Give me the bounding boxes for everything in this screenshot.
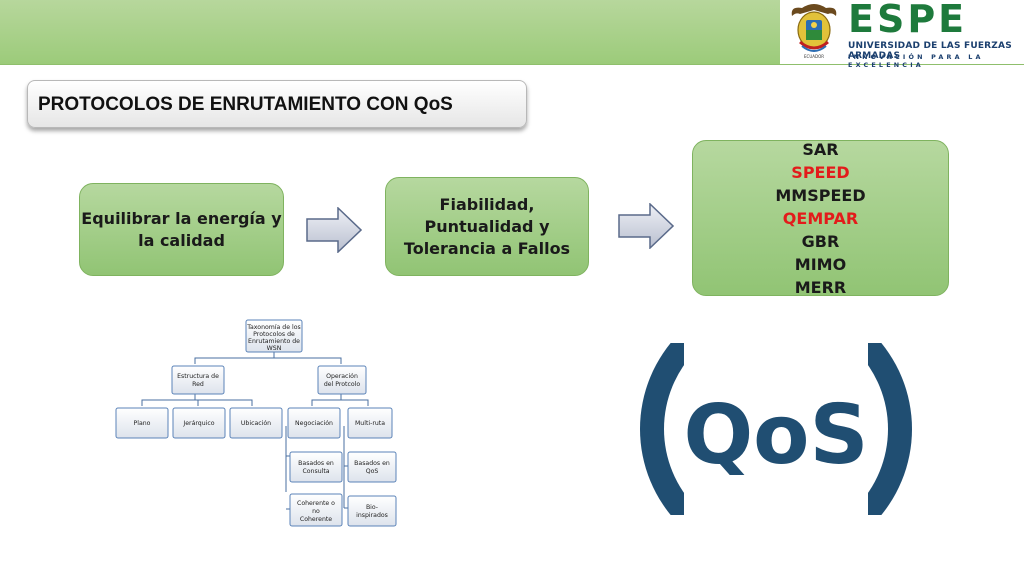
tax-label-coherente-1: Coherente o [297, 500, 335, 507]
tax-label-jerarquico: Jerárquico [182, 419, 214, 427]
protocol-item: GBR [801, 231, 840, 251]
university-name: UNIVERSIDAD DE LAS FUERZAS ARMADAS [848, 41, 1012, 61]
tax-node-qos [347, 451, 397, 483]
tax-node-bio [347, 495, 397, 527]
tax-label-estructura-1: Estructura de [177, 373, 219, 380]
flow-box-reliability-line1: Fiabilidad, [439, 194, 535, 214]
tax-label-bio-2: inspirados [356, 512, 388, 519]
tax-node-multiruta [347, 407, 393, 439]
tax-node-operacion [317, 365, 367, 395]
tax-label-root-4: WSN [267, 345, 282, 352]
tax-label-operacion-2: del Protcolo [324, 381, 361, 388]
tax-label-root-2: Protocolos de [253, 331, 295, 338]
espe-wordmark: ESPE [848, 0, 968, 41]
tax-label-coherente-2: no [312, 508, 320, 515]
flow-box-energy: Equilibrar la energía y la calidad [79, 183, 284, 276]
tax-label-consulta-2: Consulta [302, 468, 329, 475]
tax-label-consulta-1: Basados en [298, 460, 334, 467]
protocol-item: MIMO [794, 254, 847, 274]
tax-node-jerarquico [172, 407, 226, 439]
tax-node-plano [115, 407, 169, 439]
protocol-item: SPEED [791, 162, 850, 182]
tax-label-ubicacion: Ubicación [241, 419, 271, 427]
tax-label-multiruta: Multi-ruta [355, 420, 385, 427]
tax-node-consulta [289, 451, 343, 483]
tax-label-qos-2: QoS [366, 468, 379, 475]
tax-node-ubicacion [229, 407, 283, 439]
tax-node-root [245, 319, 303, 353]
flow-box-reliability-line3: Tolerancia a Fallos [403, 238, 571, 258]
protocol-item: MERR [794, 277, 847, 297]
tax-label-root-3: Enrutamiento de [248, 338, 300, 345]
protocol-list-box: SAR SPEED MMSPEED QEMPAR GBR MIMO MERR [692, 139, 949, 297]
tax-node-estructura [171, 365, 225, 395]
protocol-item: QEMPAR [782, 208, 859, 228]
protocol-item: MMSPEED [775, 185, 866, 205]
tax-node-negociacion [287, 407, 341, 439]
flow-box-reliability-line2: Puntualidad y [424, 216, 550, 236]
tax-label-negociacion: Negociación [295, 419, 333, 427]
tax-label-plano: Plano [134, 420, 151, 427]
tax-label-coherente-3: Coherente [300, 516, 332, 523]
tax-label-root-1: Taxonomía de los [246, 323, 300, 331]
taxonomy-diagram: Taxonomía de los Protocolos de Enrutamie… [115, 319, 397, 527]
university-motto: INNOVACIÓN PARA LA EXCELENCIA [848, 53, 984, 69]
flow-box-reliability: Fiabilidad, Puntualidad y Tolerancia a F… [385, 177, 589, 276]
flow-box-energy-line2: la calidad [138, 230, 225, 250]
crest-caption: ECUADOR [804, 54, 824, 59]
right-arrow-icon [618, 203, 674, 249]
right-arrow-icon [306, 207, 362, 253]
flow-box-energy-line1: Equilibrar la energía y [81, 208, 282, 228]
tax-node-coherente [289, 493, 343, 527]
protocol-item: SAR [802, 139, 839, 159]
slide-title: PROTOCOLOS DE ENRUTAMIENTO CON QoS [27, 80, 527, 128]
tax-label-bio-1: Bio- [366, 504, 378, 511]
tax-label-qos-1: Basados en [354, 460, 390, 467]
tax-label-operacion-1: Operación [326, 372, 358, 380]
qos-logo-icon: QoS [640, 343, 912, 515]
qos-logo-text: QoS [683, 388, 868, 483]
coat-of-arms-icon: ECUADOR [791, 4, 837, 59]
tax-label-estructura-2: Red [192, 381, 204, 388]
